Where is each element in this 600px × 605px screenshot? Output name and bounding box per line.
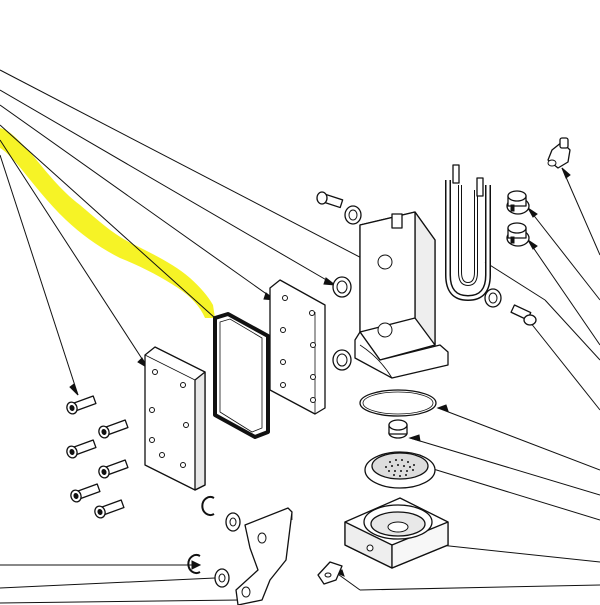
heater-plate xyxy=(269,279,326,415)
highlighter-mark xyxy=(0,128,215,318)
plug xyxy=(388,419,408,439)
elbow-fitting xyxy=(547,137,571,169)
hook-fitting xyxy=(317,561,343,585)
top-screw xyxy=(316,191,362,225)
o-ring-small-upper xyxy=(332,276,352,298)
circlip-upper xyxy=(201,496,215,516)
thick-plate xyxy=(144,346,206,491)
fitting-lower xyxy=(506,222,530,247)
bolt xyxy=(66,439,97,459)
main-block xyxy=(354,211,449,379)
screen-holes xyxy=(385,459,415,477)
lever-bracket xyxy=(235,507,293,605)
screw-right xyxy=(510,304,537,326)
o-ring-large xyxy=(359,389,437,417)
bolt xyxy=(98,459,129,479)
bolt xyxy=(70,483,101,503)
gasket xyxy=(213,312,270,439)
bolt xyxy=(98,419,129,439)
circlip-lower xyxy=(187,554,201,574)
bolt-set xyxy=(66,395,129,519)
fitting-upper xyxy=(506,190,530,215)
leader-lines-left xyxy=(0,69,376,604)
u-tube-heater xyxy=(445,164,491,301)
o-ring-small-lower xyxy=(332,349,352,371)
bolt xyxy=(66,395,97,415)
leader-lines-right xyxy=(334,167,600,591)
washer-lower xyxy=(214,568,230,588)
washer-right xyxy=(484,288,502,308)
washer-upper xyxy=(225,512,241,532)
group-head-base xyxy=(344,497,449,569)
shower-screen xyxy=(364,451,436,489)
bolt xyxy=(94,499,125,519)
